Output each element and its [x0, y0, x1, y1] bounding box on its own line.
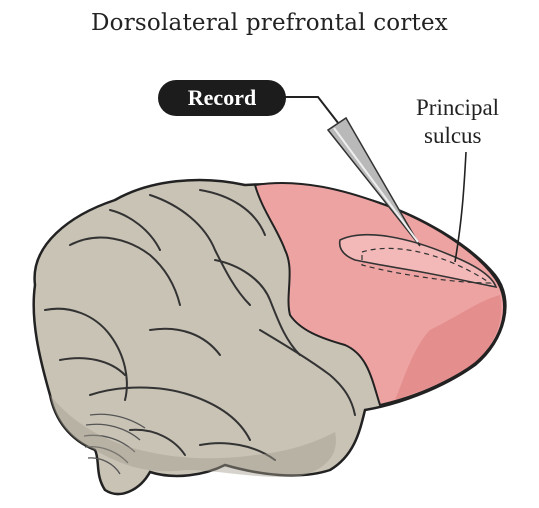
record-leader-line [284, 97, 342, 128]
principal-sulcus-label-line1: Principal [416, 94, 536, 122]
record-label: Record [158, 80, 286, 116]
principal-sulcus-label-line2: sulcus [416, 122, 536, 150]
principal-sulcus-label: Principal sulcus [416, 94, 536, 150]
